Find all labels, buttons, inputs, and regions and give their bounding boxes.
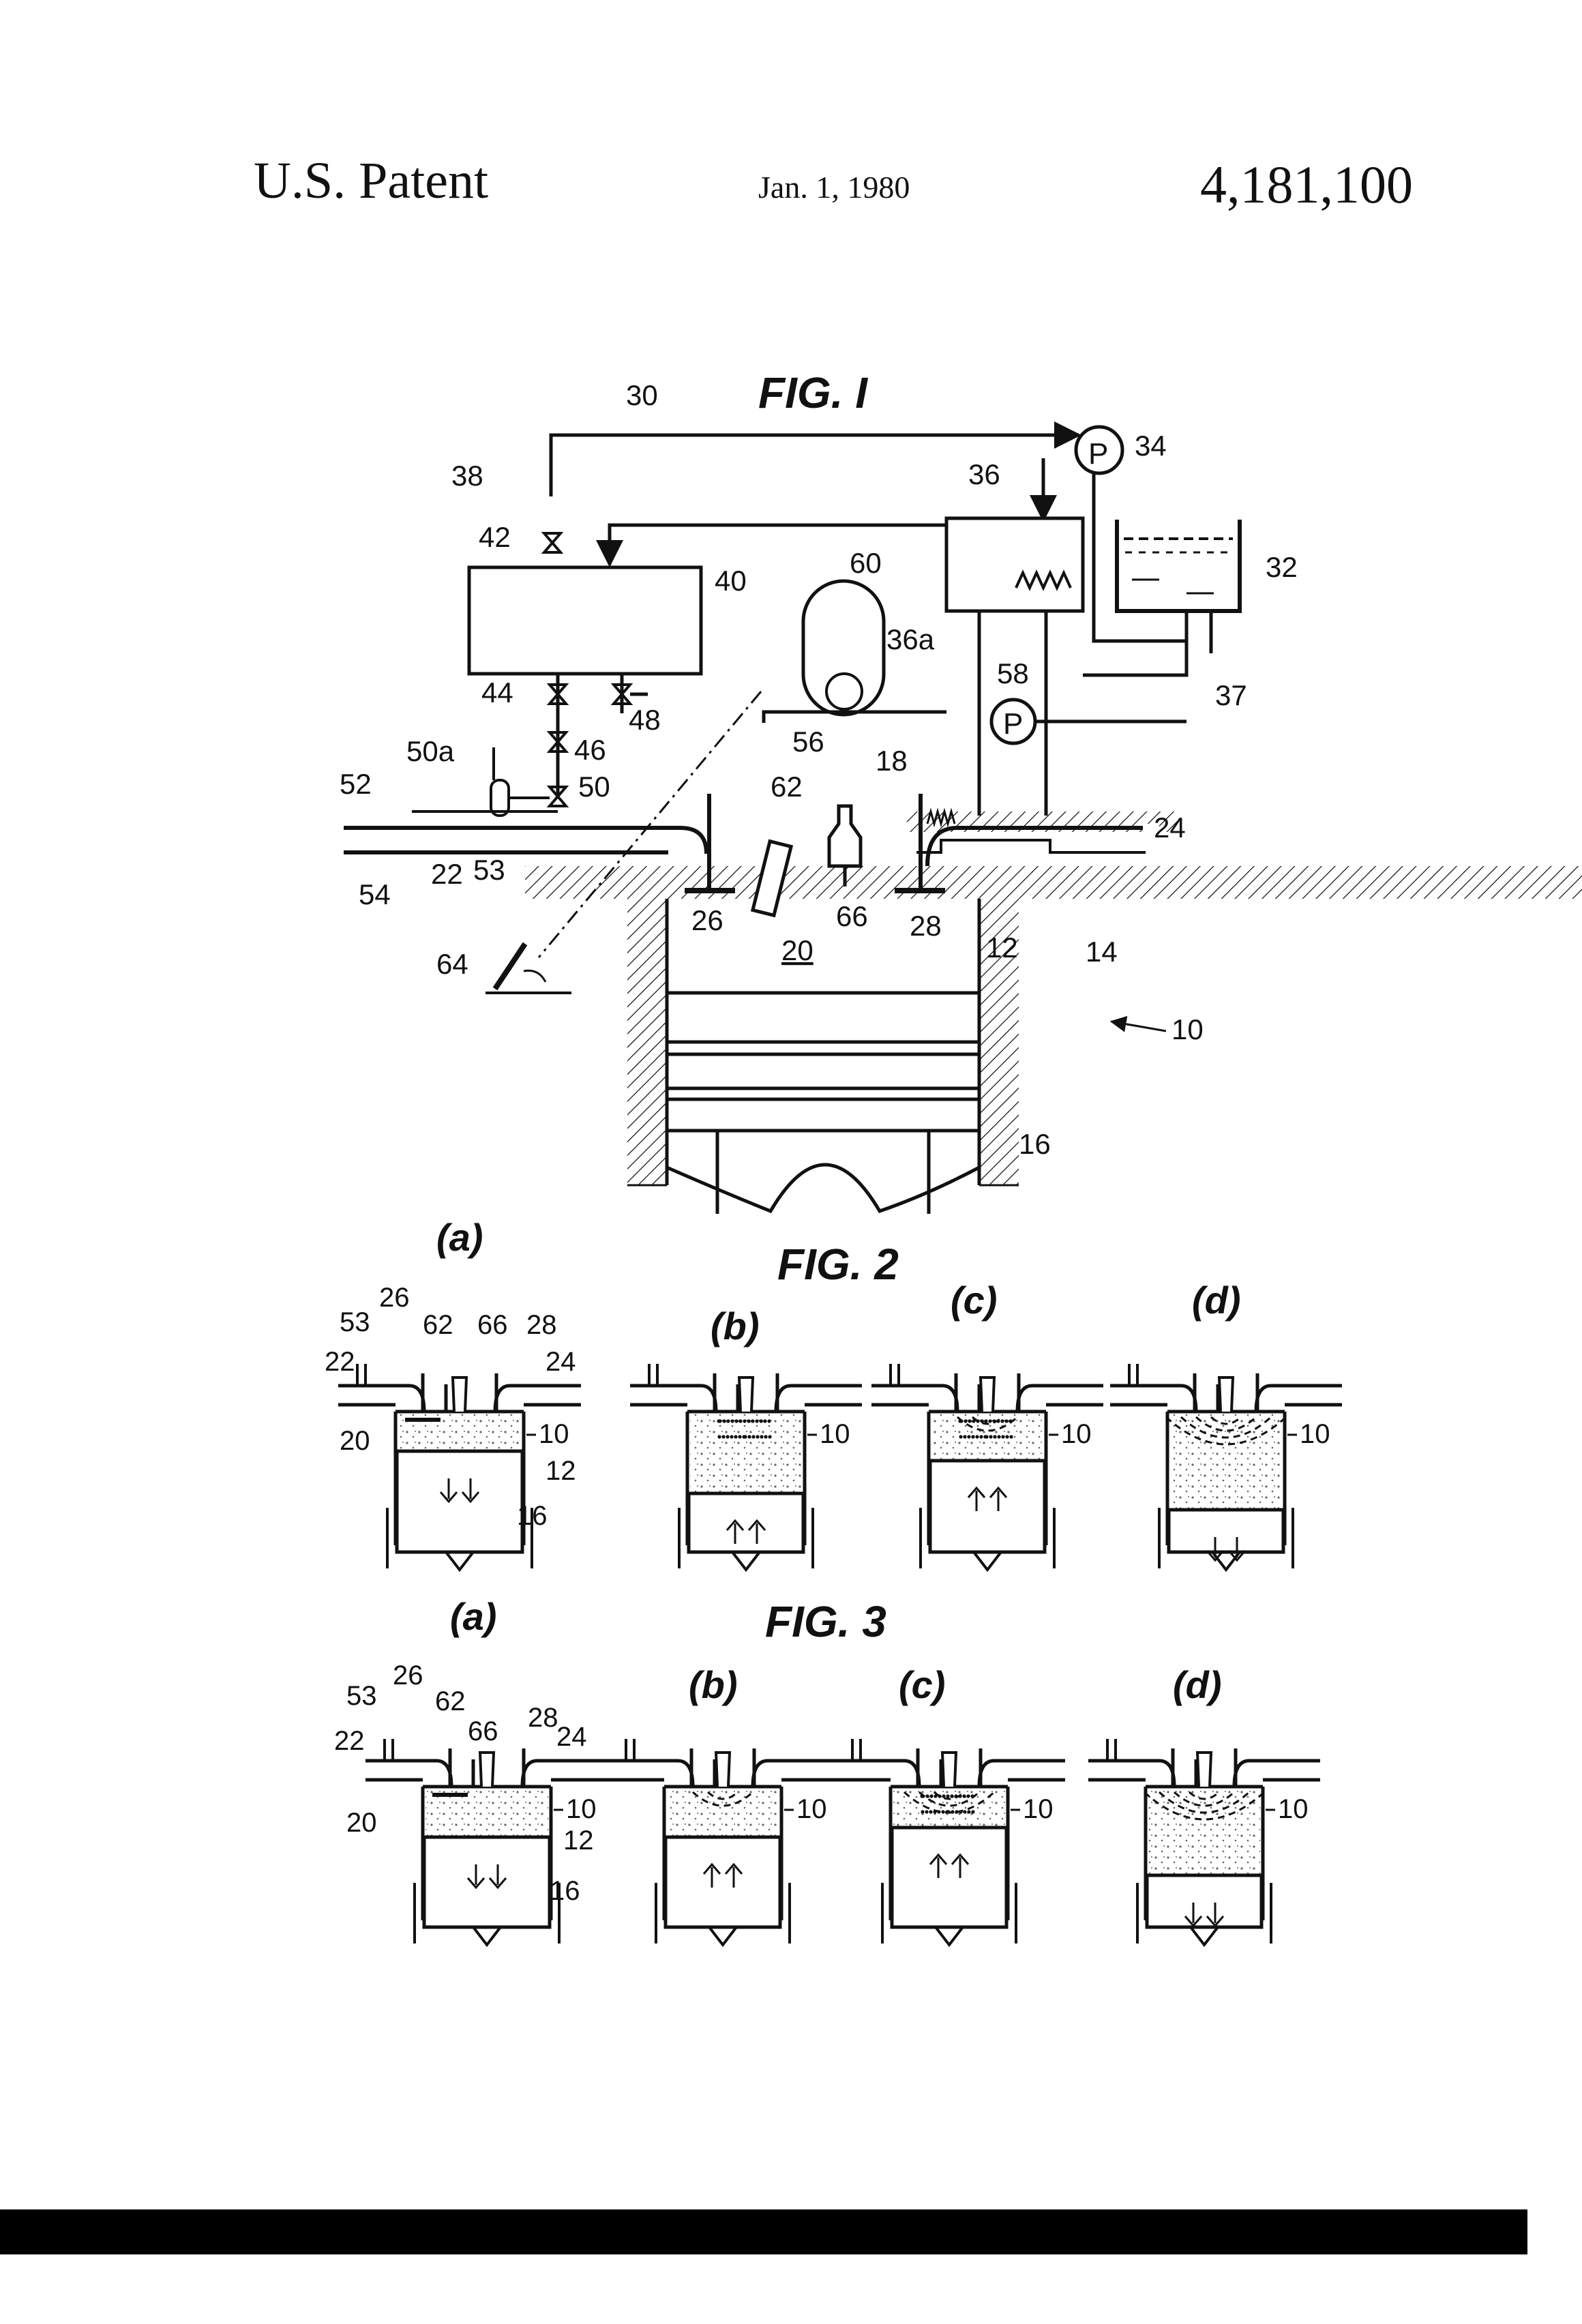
ref-66: 66 [836, 900, 868, 932]
figure-3: FIG. 3 (a) 10 (b) 10 (c) 10 (d) 10 26 53 6266 28 22 2… [334, 1595, 1320, 1945]
scan-bottom-bar [0, 2209, 1527, 2254]
fig2-ref-53: 53 [340, 1307, 370, 1337]
tank-40 [469, 567, 701, 674]
fig3-panel-b-label: (b) [689, 1663, 738, 1706]
ref-24: 24 [1154, 811, 1186, 844]
fig3-ref-53: 53 [346, 1681, 377, 1711]
fig2-panel-b-label: (b) [711, 1305, 760, 1347]
fig2-ref-22: 22 [325, 1347, 355, 1377]
cylinder-head-14 [525, 866, 1582, 899]
fig2-ref-62: 62 [423, 1310, 453, 1340]
fig3-panel-c: (c) 10 [833, 1663, 1065, 1945]
fig2-panel-c-label: (c) [951, 1279, 997, 1322]
fig3-panel-c-ref-10: 10 [1023, 1794, 1054, 1824]
fig3-panel-a-ref-10: 10 [566, 1794, 597, 1824]
fig3-panel-a-label: (a) [450, 1595, 496, 1638]
fig3-panel-b: (b) 10 [607, 1663, 839, 1945]
ref-46: 46 [574, 734, 606, 766]
figure-1: FIG. I P P [340, 368, 1582, 1214]
valve-42-icon [544, 533, 561, 552]
fig3-ref-62: 62 [435, 1686, 466, 1716]
ref-38: 38 [451, 460, 483, 492]
fig2-panel-b-ref-10: 10 [820, 1419, 850, 1449]
fig3-ref-66: 66 [468, 1716, 498, 1746]
fig2-panel-c: (c) 10 [871, 1279, 1103, 1570]
ref-52: 52 [340, 768, 372, 800]
ref-20: 20 [781, 934, 814, 966]
fig3-title: FIG. 3 [765, 1597, 886, 1646]
fig2-panel-a-ref-10: 10 [539, 1419, 569, 1449]
ref-60: 60 [850, 547, 882, 579]
ref-30: 30 [626, 379, 658, 411]
fig2-ref-16: 16 [517, 1501, 548, 1531]
fig3-ref-26: 26 [393, 1660, 423, 1690]
ref-50: 50 [578, 771, 610, 803]
ref-34: 34 [1135, 430, 1167, 462]
spark-plug-66-icon [829, 806, 861, 866]
heat-exchanger-36 [946, 518, 1083, 611]
fig3-ref-22: 22 [334, 1726, 365, 1756]
fig3-ref-24: 24 [556, 1722, 587, 1752]
ref-10: 10 [1171, 1013, 1204, 1045]
fig2-panel-d-ref-10: 10 [1300, 1419, 1330, 1449]
ref-54: 54 [359, 878, 391, 910]
fig2-ref-26: 26 [379, 1283, 410, 1313]
ref-42: 42 [479, 521, 511, 553]
ref-44: 44 [481, 676, 513, 709]
fig2-panel-d: (d) 10 [1110, 1279, 1342, 1570]
ref-16: 16 [1019, 1128, 1051, 1160]
ref-64: 64 [436, 948, 468, 980]
ref-48: 48 [629, 704, 661, 736]
fig2-ref-24: 24 [546, 1347, 576, 1377]
ref-12: 12 [986, 932, 1018, 964]
ref-36: 36 [968, 458, 1000, 490]
piston-16 [667, 993, 979, 1042]
fig2-panel-a-label: (a) [436, 1216, 483, 1259]
fig2-panel-b: (b) 10 [630, 1305, 862, 1570]
fig3-panel-d-ref-10: 10 [1278, 1794, 1309, 1824]
figure-2: FIG. 2 (a) 10 (b) 10 (c) 10 (d) 10 26 53 62 66 28 22 2… [325, 1216, 1342, 1570]
fig1-title: FIG. I [758, 368, 868, 417]
fig2-ref-20: 20 [340, 1426, 370, 1456]
tank-32 [1117, 520, 1240, 611]
ref-36a: 36a [886, 623, 935, 655]
fig3-panel-b-ref-10: 10 [796, 1794, 827, 1824]
fig3-panel-d-label: (d) [1173, 1663, 1222, 1706]
fig3-panel-d: (d) 10 [1088, 1663, 1320, 1945]
ref-37: 37 [1215, 679, 1247, 711]
fig2-ref-66: 66 [477, 1310, 508, 1340]
fig3-ref-20: 20 [346, 1808, 377, 1838]
fig2-panel-d-label: (d) [1192, 1279, 1241, 1322]
fig2-ref-28: 28 [526, 1310, 557, 1340]
ref-58: 58 [997, 657, 1029, 689]
ref-26: 26 [691, 904, 723, 936]
fig2-ref-12: 12 [546, 1456, 576, 1486]
fig2-title: FIG. 2 [777, 1240, 899, 1289]
ref-14: 14 [1086, 936, 1118, 968]
pump-58-symbol: P [1003, 707, 1023, 741]
ref-62: 62 [771, 771, 803, 803]
ref-50a: 50a [406, 735, 455, 767]
fig3-ref-12: 12 [563, 1826, 594, 1856]
ref-32: 32 [1266, 551, 1298, 583]
ref-56: 56 [792, 726, 824, 758]
ref-40: 40 [715, 565, 747, 597]
fig3-ref-16: 16 [550, 1876, 580, 1906]
fig3-panel-c-label: (c) [899, 1663, 945, 1706]
ref-22: 22 [431, 858, 463, 890]
ref-18: 18 [876, 745, 908, 777]
ref-53: 53 [473, 854, 505, 886]
fig2-panel-c-ref-10: 10 [1061, 1419, 1092, 1449]
cylinder-wall-left [627, 899, 667, 1185]
pump-34-symbol: P [1088, 437, 1108, 471]
ref-28: 28 [910, 910, 942, 942]
fig3-ref-28: 28 [528, 1703, 558, 1733]
